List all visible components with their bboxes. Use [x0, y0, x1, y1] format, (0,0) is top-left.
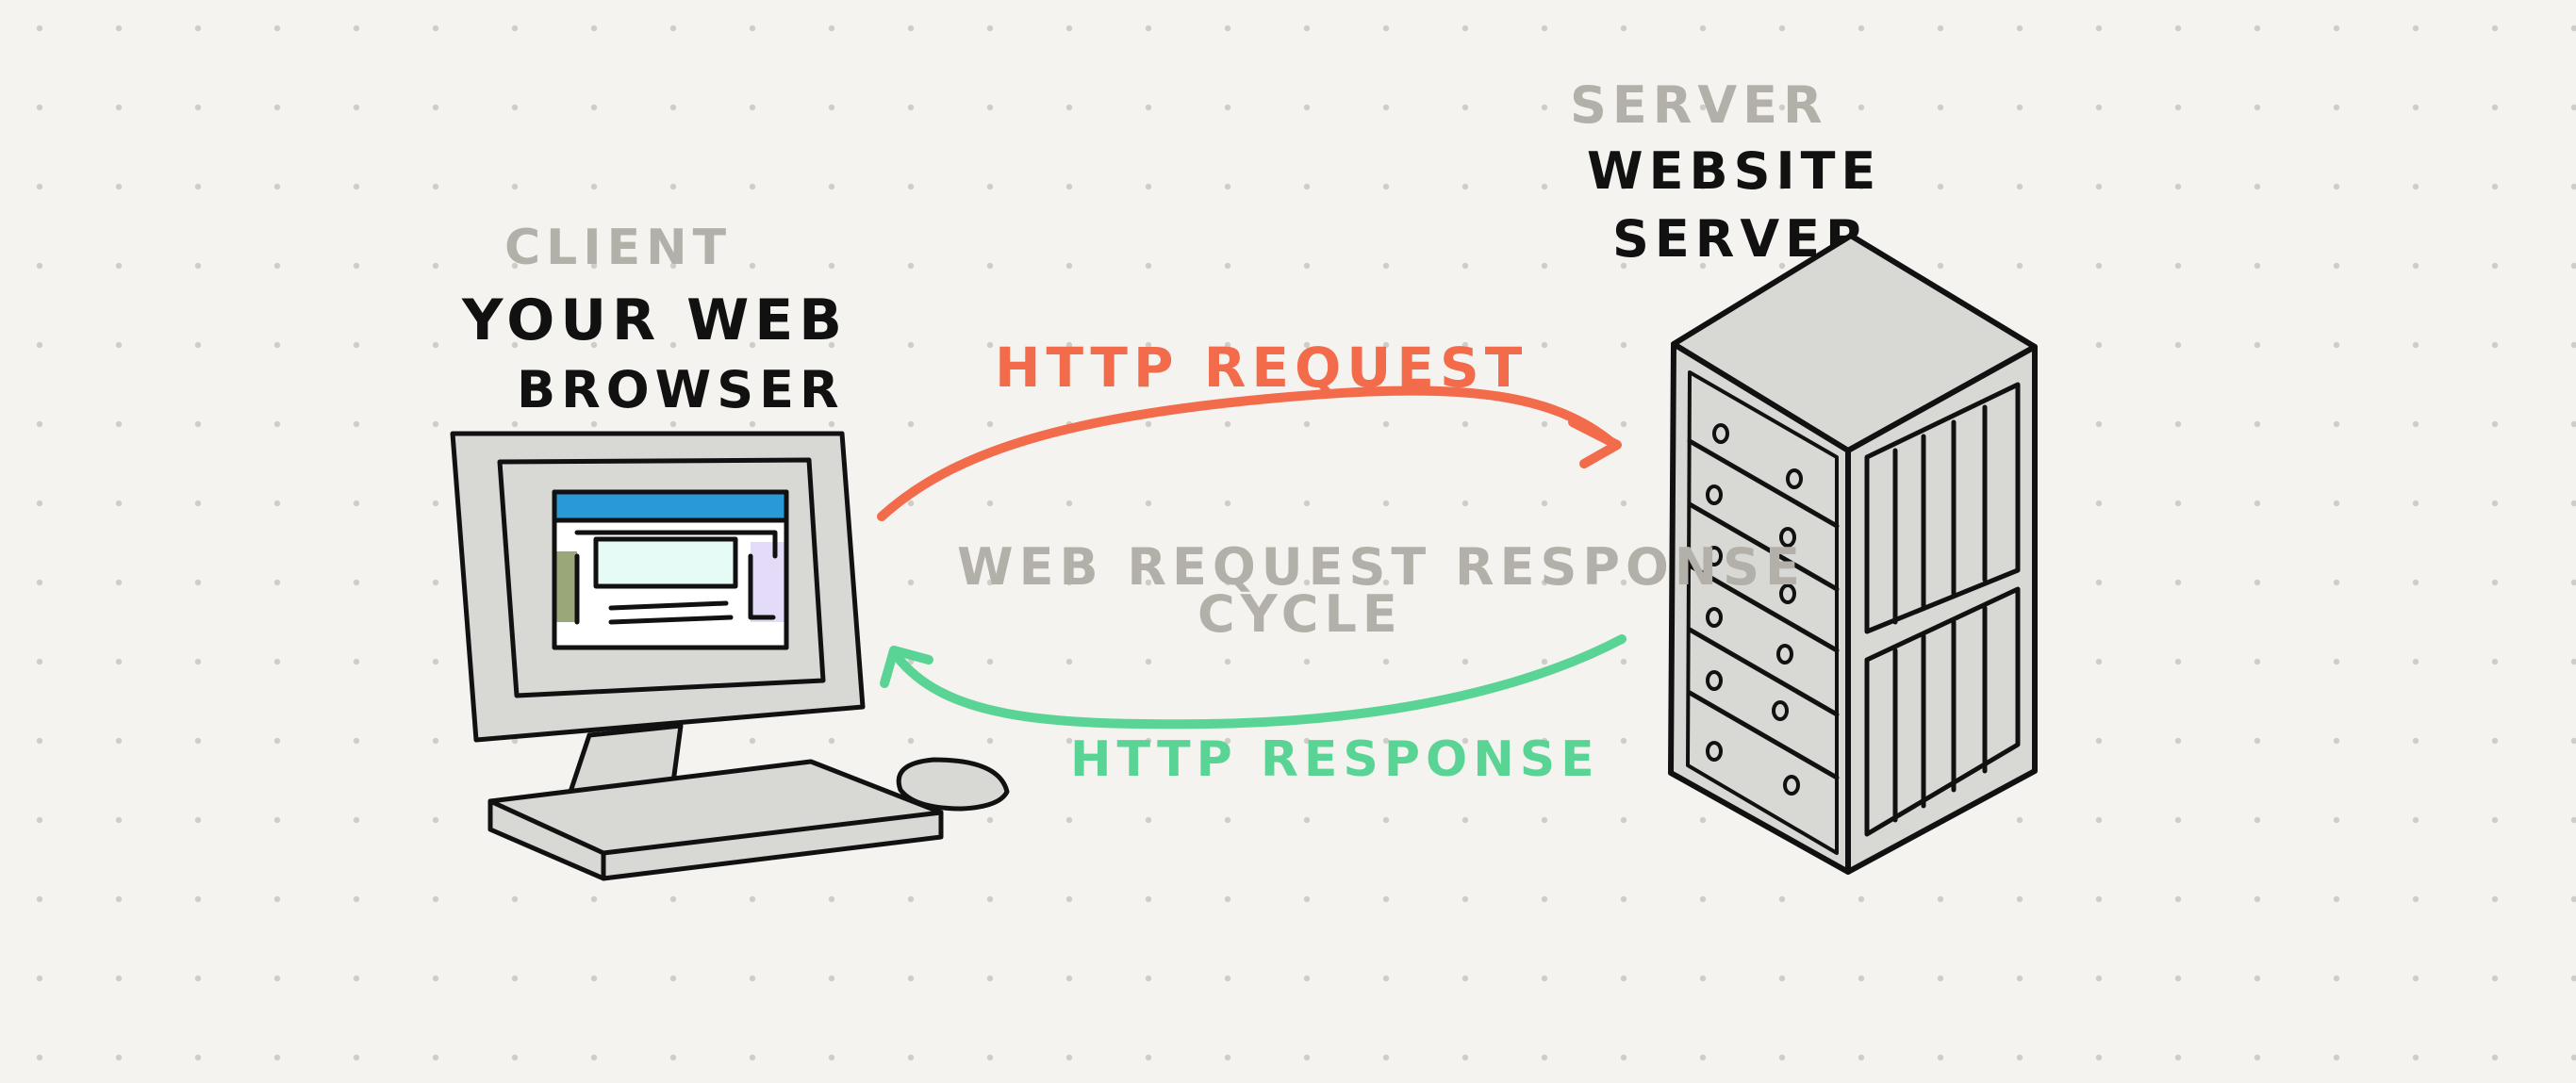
cycle-label-line1: WEB REQUEST RESPONSE: [957, 537, 1806, 597]
server-role-label: SERVER: [1570, 75, 1828, 135]
server-rack-icon: [1668, 233, 2038, 875]
computer-icon: [450, 431, 1010, 881]
drive-lights: [1706, 423, 1803, 796]
http-request-label: HTTP REQUEST: [995, 336, 1527, 400]
drive-bays: [1687, 438, 1840, 780]
cycle-label-line2: CYCLE: [1197, 584, 1403, 644]
side-vents: [1864, 382, 2021, 837]
keyboard: [487, 759, 944, 881]
server-name-line1: WEBSITE: [1587, 141, 1881, 201]
http-response-label: HTTP RESPONSE: [1070, 731, 1600, 788]
http-response-arrow: [880, 634, 1627, 730]
http-request-arrow: [877, 386, 1622, 521]
client-role-label: CLIENT: [504, 220, 732, 276]
mouse: [896, 757, 1010, 812]
browser-window-icon: [552, 489, 789, 650]
client-name-line1: YOUR WEB: [461, 287, 848, 353]
client-name-line2: BROWSER: [517, 360, 845, 419]
